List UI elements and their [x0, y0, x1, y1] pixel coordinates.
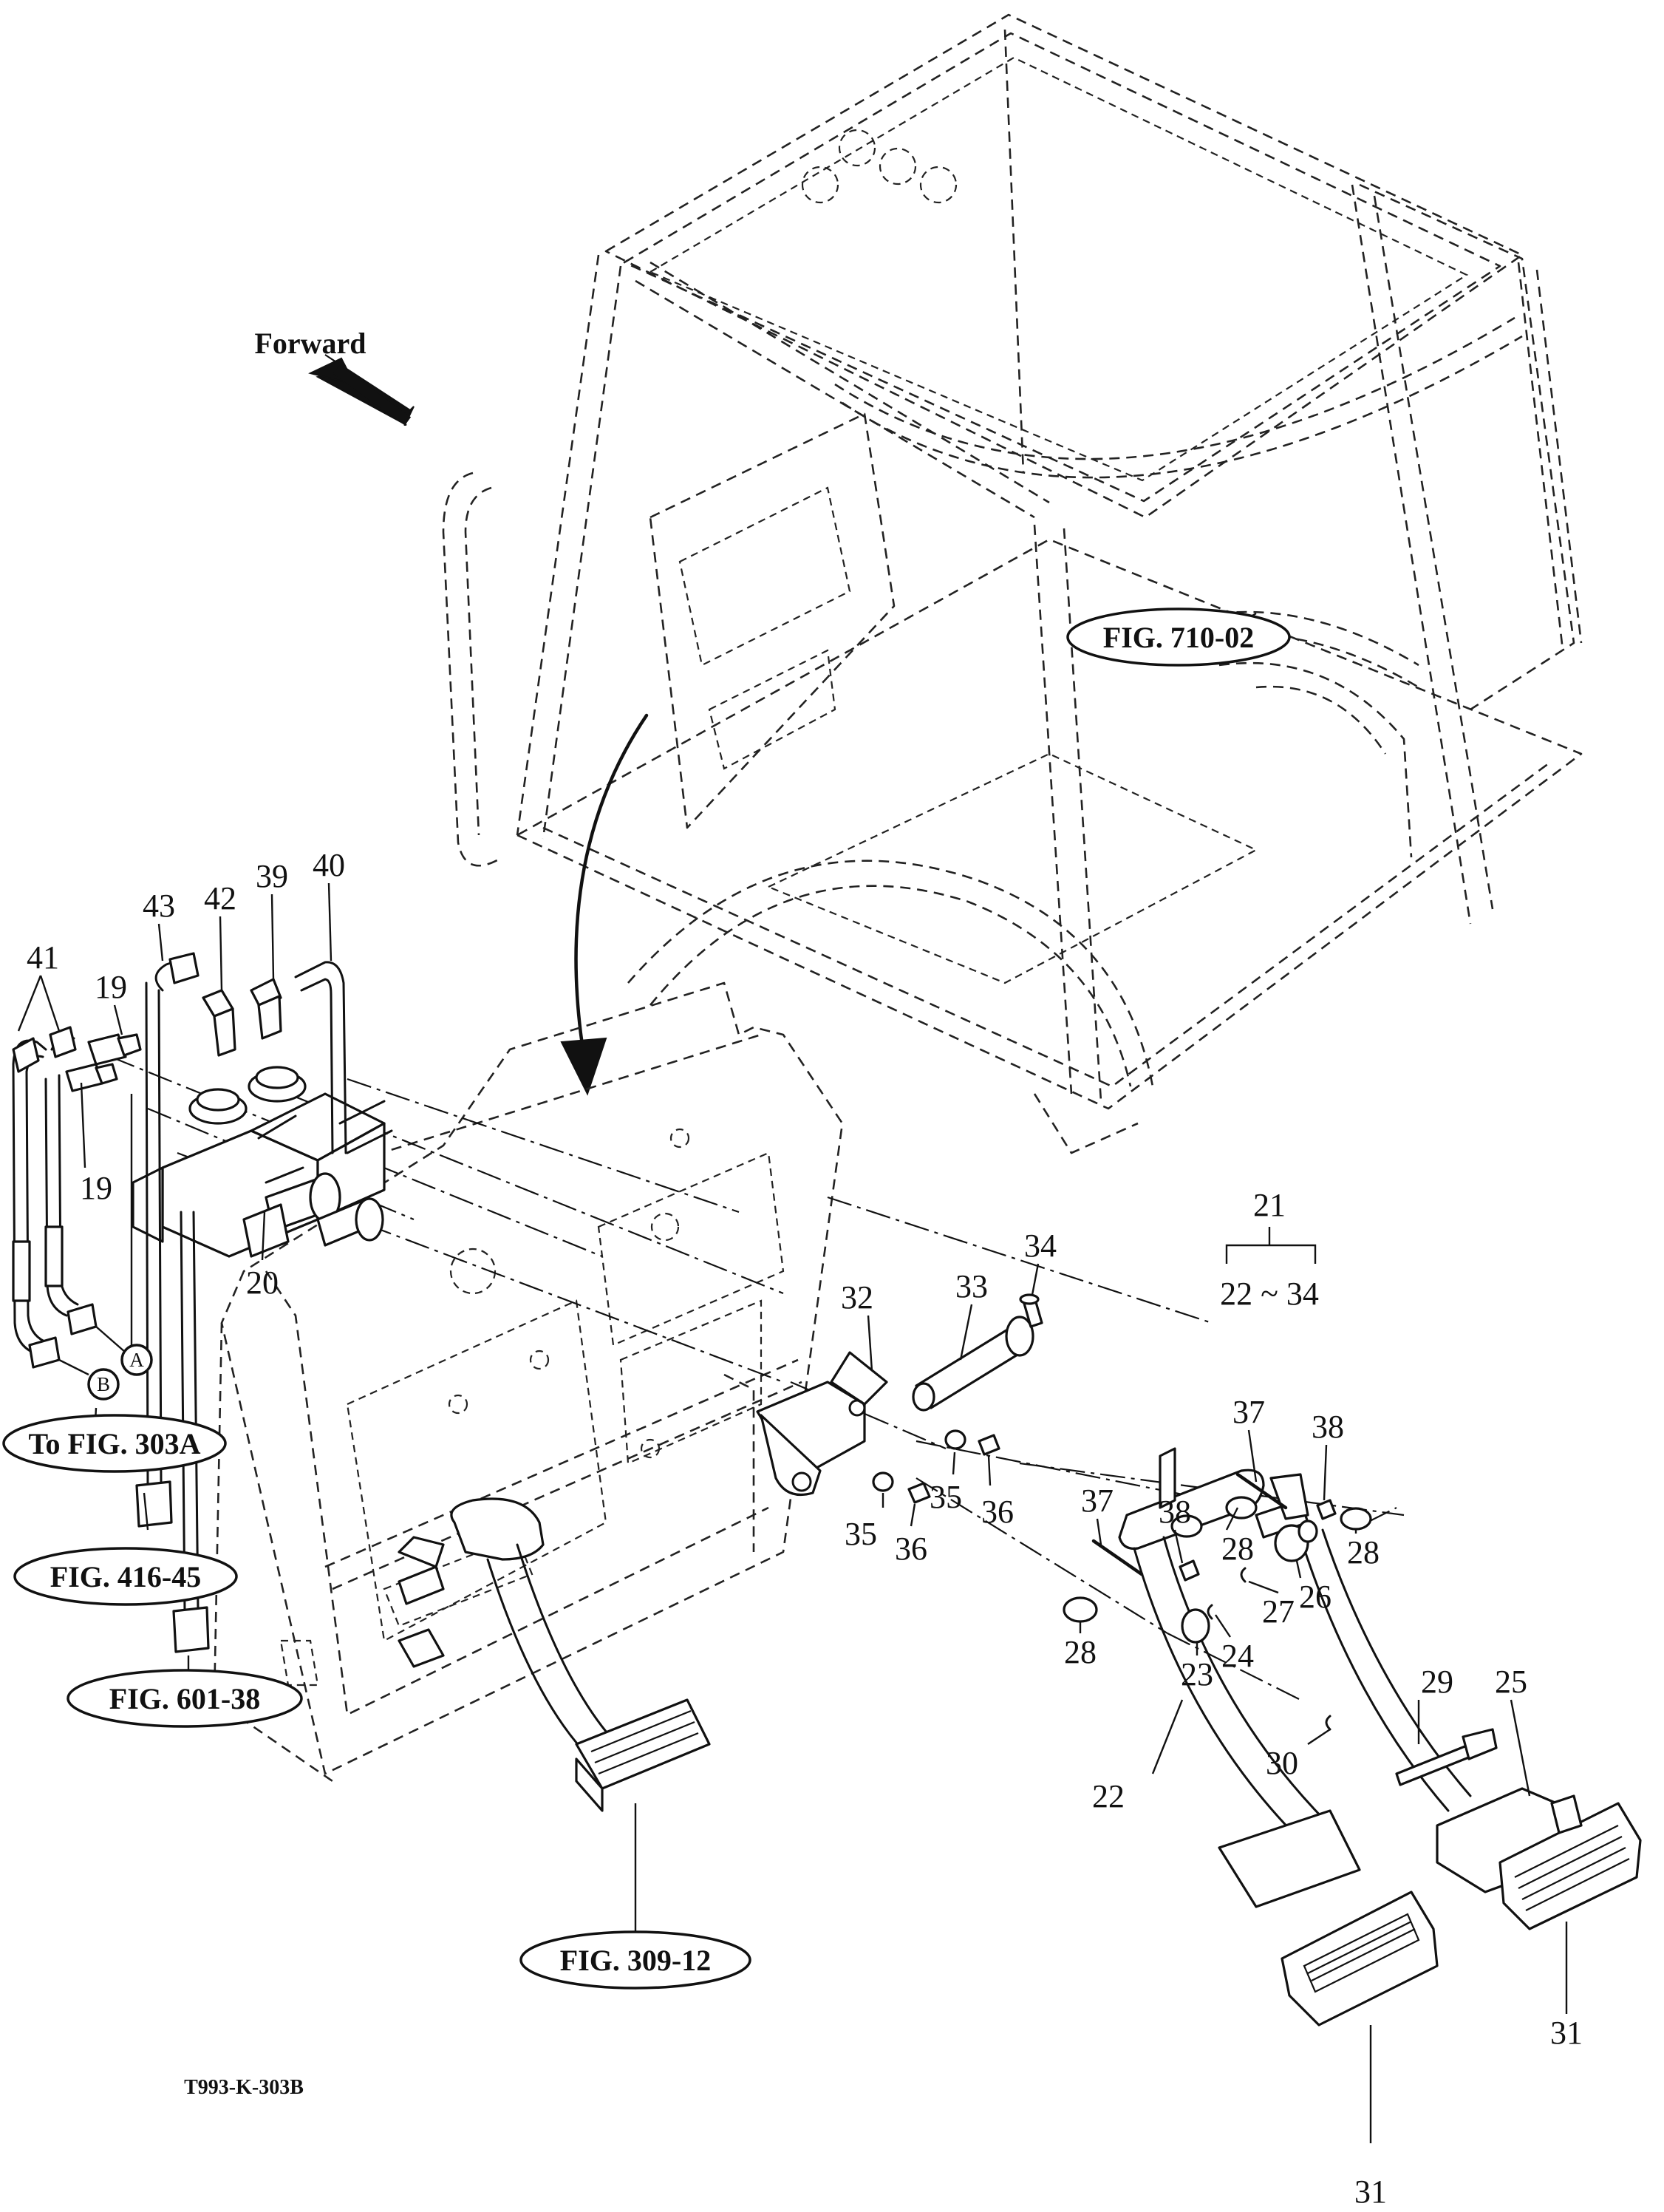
part-number-labels: 41 19 19 20 43 42 39 40 32 33 34 35 36 3… — [27, 847, 1583, 2210]
label-40: 40 — [313, 847, 345, 883]
callout-A-circle — [120, 1344, 153, 1376]
detail-arrow — [560, 713, 649, 1096]
ref-oval-309-12 — [519, 1930, 751, 1990]
label-19-lower: 19 — [80, 1170, 112, 1206]
cab-frame — [442, 13, 1583, 1154]
label-39: 39 — [256, 858, 288, 894]
ref-601-38: FIG. 601-38 — [109, 1682, 260, 1715]
label-36-left: 36 — [895, 1531, 927, 1567]
forward-label: Forward — [254, 327, 366, 360]
label-35-left: 35 — [845, 1516, 877, 1552]
kit-range: 22 ~ 34 — [1220, 1276, 1319, 1312]
clutch-pedal — [398, 1497, 711, 1812]
label-36-right: 36 — [981, 1494, 1014, 1530]
callout-B-circle — [87, 1368, 120, 1401]
kit-bracket — [1225, 1227, 1317, 1264]
label-28-right: 28 — [1347, 1534, 1380, 1570]
hose-connections — [58, 1094, 133, 1376]
label-31-right: 31 — [1550, 2015, 1583, 2051]
callout-B: B — [97, 1373, 110, 1395]
label-37-right: 37 — [1232, 1394, 1265, 1430]
label-27: 27 — [1262, 1593, 1295, 1630]
label-38-right: 38 — [1312, 1409, 1344, 1445]
label-30: 30 — [1266, 1745, 1298, 1781]
label-20: 20 — [246, 1265, 279, 1301]
ref-oval-416-45 — [13, 1547, 238, 1606]
brake-pedals — [1063, 1447, 1642, 2026]
label-24: 24 — [1221, 1638, 1254, 1674]
label-37-left: 37 — [1081, 1483, 1114, 1519]
label-42: 42 — [204, 880, 236, 916]
label-28-mid: 28 — [1221, 1531, 1254, 1567]
kit-number: 21 — [1253, 1187, 1286, 1223]
ref-oval-303a — [2, 1414, 227, 1473]
ref-oval-710-02 — [1066, 608, 1291, 667]
callout-A: A — [129, 1349, 144, 1371]
ref-710-02: FIG. 710-02 — [1103, 621, 1254, 654]
ref-oval-601-38 — [67, 1669, 303, 1728]
label-32: 32 — [841, 1279, 873, 1316]
forward-arrow — [308, 354, 415, 426]
label-34: 34 — [1024, 1228, 1057, 1264]
ref-416-45: FIG. 416-45 — [50, 1560, 201, 1593]
label-38-left: 38 — [1159, 1494, 1191, 1530]
label-35-right: 35 — [930, 1479, 962, 1515]
leader-lines — [17, 612, 1568, 2143]
pedal-bracket-assembly — [756, 1293, 1043, 1504]
label-19-upper: 19 — [95, 969, 127, 1005]
brake-valve-assembly — [12, 952, 393, 1653]
label-23: 23 — [1181, 1656, 1213, 1692]
drawing-number: T993-K-303B — [184, 2076, 304, 2099]
label-43: 43 — [143, 888, 175, 924]
label-25: 25 — [1495, 1664, 1527, 1700]
label-28-left: 28 — [1064, 1634, 1097, 1670]
label-29: 29 — [1421, 1664, 1453, 1700]
label-22: 22 — [1092, 1778, 1125, 1814]
label-41: 41 — [27, 939, 59, 976]
ref-309-12: FIG. 309-12 — [560, 1944, 711, 1977]
label-26: 26 — [1299, 1579, 1331, 1615]
label-33: 33 — [955, 1268, 988, 1304]
ref-303a: To FIG. 303A — [28, 1427, 200, 1460]
label-31-left: 31 — [1354, 2174, 1387, 2210]
